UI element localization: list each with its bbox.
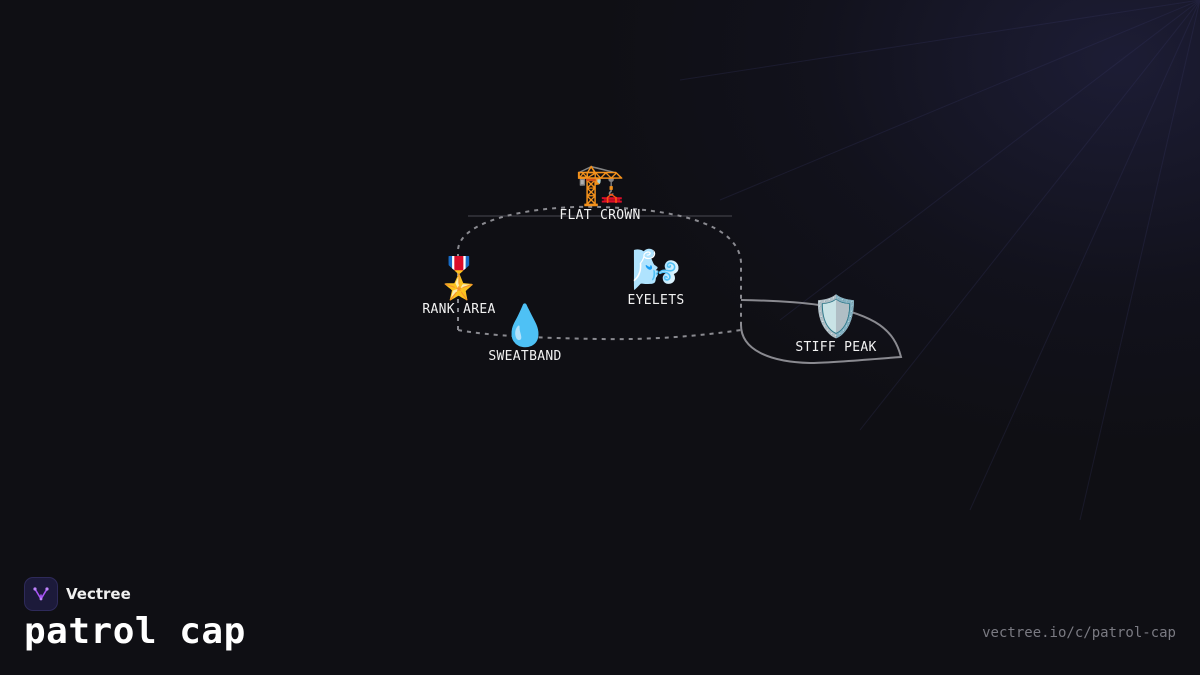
node-eyelets: 🌬️ EYELETS: [628, 247, 685, 309]
source-url[interactable]: vectree.io/c/patrol-cap: [982, 625, 1176, 641]
peak-outline: [740, 299, 903, 365]
medal-icon: 🎖️: [434, 256, 484, 302]
node-sweatband: 💧 SWEATBAND: [488, 303, 561, 365]
node-label: STIFF PEAK: [795, 340, 877, 355]
brand: Vectree: [24, 577, 131, 611]
node-label: EYELETS: [627, 293, 685, 308]
crown-outline: [457, 205, 742, 341]
node-label: SWEATBAND: [488, 349, 562, 364]
crane-icon: 🏗️: [575, 162, 625, 208]
shield-icon: 🛡️: [811, 294, 861, 340]
node-flat-crown: 🏗️ FLAT CROWN: [559, 162, 640, 224]
brand-name: Vectree: [66, 585, 131, 603]
page-title: patrol cap: [24, 611, 246, 652]
node-rank-area: 🎖️ RANK AREA: [422, 256, 495, 318]
node-label: RANK AREA: [422, 302, 496, 317]
background-rays: [680, 0, 1200, 520]
wind-face-icon: 🌬️: [631, 247, 681, 293]
fork-branch-icon: [24, 577, 58, 611]
node-stiff-peak: 🛡️ STIFF PEAK: [795, 294, 876, 356]
droplet-icon: 💧: [500, 303, 550, 349]
node-label: FLAT CROWN: [559, 208, 641, 223]
